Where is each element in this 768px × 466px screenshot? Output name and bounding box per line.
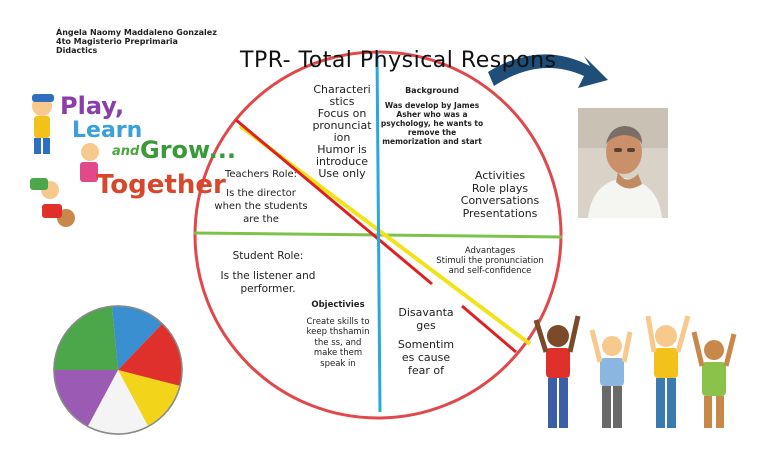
- disadvantages-section: Disavanta ges Somentim es cause fear of: [394, 306, 458, 384]
- kids-cartoon-icon: [30, 94, 99, 227]
- teachers-role-text: Is the director when the students are th…: [214, 188, 308, 222]
- characteristics-item: Use only: [318, 167, 366, 180]
- activities-item: Presentations: [462, 206, 538, 220]
- objectives-heading: Objectivies: [311, 300, 365, 310]
- curved-arrow: [488, 54, 608, 88]
- student-role-section: Student Role: Is the listener and perfor…: [218, 250, 318, 298]
- advantages-heading: Advantages: [464, 246, 516, 256]
- advantages-text: Stimuli the pronunciation and self-confi…: [436, 256, 544, 276]
- logo-word-together: Together: [96, 170, 226, 200]
- portrait-image: [578, 108, 668, 218]
- characteristics-item: Humor is introduce: [315, 143, 369, 168]
- disadvantages-heading: Disavanta ges: [398, 306, 454, 332]
- logo-word-learn: Learn: [72, 118, 143, 143]
- objectives-section: Objectivies Create skills to keep thsham…: [304, 300, 372, 388]
- author-grade: 4to Magisterio Preprimaria: [56, 37, 178, 46]
- teachers-role-heading: Teachers Role:: [224, 169, 298, 180]
- logo-word-grow: Grow...: [140, 136, 237, 164]
- beach-ball-icon: [53, 305, 183, 435]
- logo-word-play: Play,: [60, 92, 125, 120]
- author-name: Ángela Naomy Maddaleno Gonzalez: [56, 28, 217, 37]
- background-heading: Background: [405, 86, 459, 95]
- author-course: Didactics: [56, 46, 98, 55]
- activities-item: Conversations: [460, 194, 540, 207]
- page-title: TPR- Total Physical Respons: [240, 48, 557, 73]
- characteristics-section: Characteri stics Focus on pronunciat ion…: [306, 84, 378, 184]
- activities-section: Activities Role plays Conversations Pres…: [452, 170, 548, 226]
- red-diagonal-lower: [461, 304, 517, 354]
- objectives-text: Create skills to keep thshamin the ss, a…: [306, 316, 370, 369]
- author-info: Ángela Naomy Maddaleno Gonzalez 4to Magi…: [56, 28, 217, 55]
- student-role-heading: Student Role:: [232, 250, 304, 262]
- kids-group-icon: [533, 315, 737, 428]
- disadvantages-text: Somentim es cause fear of: [397, 338, 455, 377]
- vertical-divider: [375, 51, 382, 413]
- logo-word-and: and: [112, 144, 140, 159]
- james-asher-photo: [578, 108, 668, 218]
- background-section: Background Was develop by James Asher wh…: [380, 86, 484, 162]
- activities-item: Activities: [474, 170, 526, 182]
- teachers-role-section: Teachers Role: Is the director when the …: [214, 168, 308, 222]
- student-role-text: Is the listener and performer.: [220, 270, 316, 295]
- activities-item: Role plays: [471, 181, 529, 195]
- cheering-kids-illustration: [530, 306, 740, 438]
- characteristics-heading: Characteri stics: [313, 84, 371, 108]
- characteristics-item: Focus on pronunciat ion: [312, 107, 372, 144]
- red-diagonal-upper: [235, 118, 433, 286]
- background-text: Was develop by James Asher who was a psy…: [380, 101, 484, 146]
- play-learn-grow-logo: Play, Learn and Grow... Together: [20, 92, 236, 232]
- advantages-section: Advantages Stimuli the pronunciation and…: [436, 246, 544, 294]
